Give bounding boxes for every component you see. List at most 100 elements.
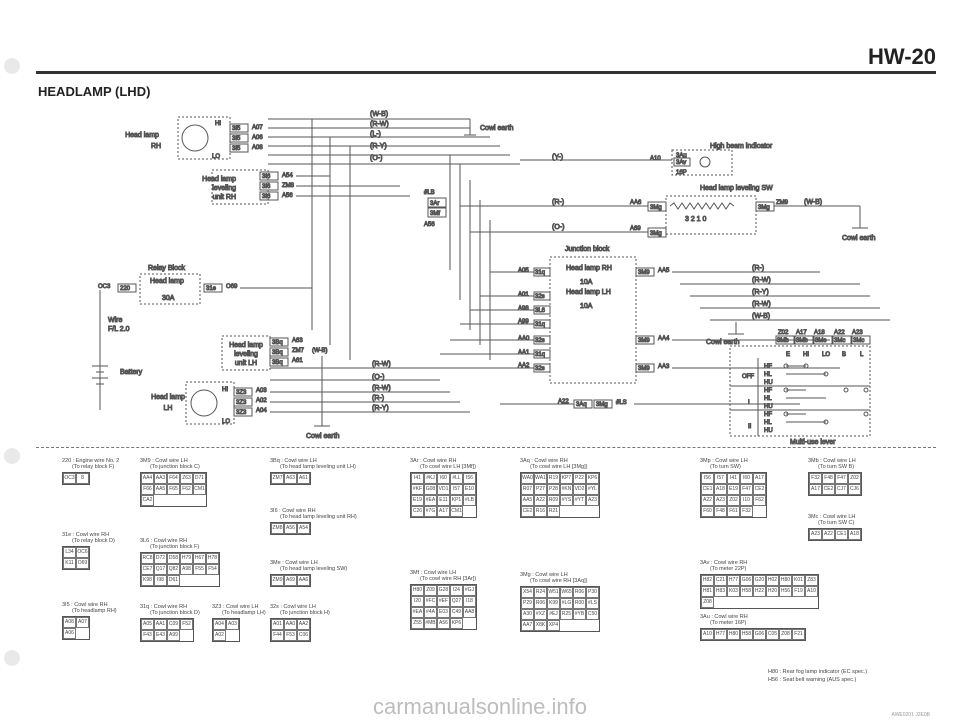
connector-subtitle: (To head lamp leveling SW)	[280, 566, 348, 572]
pin-cell: D61	[167, 575, 180, 586]
pin-cell: H20	[766, 586, 779, 597]
pin: AA2	[518, 363, 530, 369]
pin-cell: CE1	[835, 529, 848, 540]
pin-cell: F32	[809, 473, 822, 484]
wire-label: (R-W)	[370, 121, 389, 128]
pin-cell: VD2	[573, 484, 586, 495]
legend-item: H80 : Rear fog lamp indicator (EC spec.)	[768, 669, 868, 675]
connector-3M9: 3M9 : Cowl wire LH(To junction block C)A…	[140, 458, 207, 507]
pin-cell: A22	[534, 495, 547, 506]
pin-cell: I24	[450, 585, 463, 596]
pin-cell: #LB	[463, 495, 476, 506]
wire-label: (R-)	[372, 395, 384, 402]
pin-cell: K11	[63, 558, 76, 569]
switch-row: HF	[764, 388, 772, 394]
relay-head-lamp: Head lamp	[150, 278, 184, 285]
pin-cell: P30	[586, 587, 599, 598]
pin: A54	[282, 173, 293, 179]
switch-row: HU	[764, 404, 773, 410]
pin-cell: G06	[753, 629, 766, 640]
switch-row: HL	[764, 396, 772, 402]
pin: 3Ar	[430, 201, 439, 207]
pin-cell: H67	[193, 553, 206, 564]
pin-cell: I60	[437, 473, 450, 484]
pin: AA5	[658, 268, 670, 274]
connector-subtitle: (To head lamp leveling unit RH)	[280, 514, 357, 520]
pin-cell: #MB	[424, 618, 437, 629]
connector-3I6: 3I6 : Cowl wire RH(To head lamp leveling…	[270, 508, 357, 535]
pin-cell: Z09	[424, 585, 437, 596]
pin-cell: A98	[180, 564, 193, 575]
pin: 3Av	[676, 160, 686, 166]
pin-cell: CE1	[701, 484, 714, 495]
battery-symbol	[92, 365, 108, 385]
pin: A22	[834, 330, 845, 336]
pin-cell: H02	[766, 575, 779, 586]
pin: A17	[796, 330, 807, 336]
connector-3Me: 3Me : Cowl wire LH(To head lamp leveling…	[270, 560, 347, 587]
connector-31q: 31q : Cowl wire RH(To junction block D)A…	[140, 604, 200, 642]
pin-cell: O69	[76, 558, 89, 569]
pin: 3I5	[232, 136, 241, 142]
pin: 31q	[535, 270, 545, 276]
pin-cell: #EJ	[547, 609, 560, 620]
pin-cell: A05	[141, 619, 154, 630]
pin: 3M9	[638, 270, 650, 276]
lev-sw-positions: 3 2 1 0	[685, 216, 707, 223]
pin-cell: C49	[450, 607, 463, 618]
hl-rh-pins: 3I5 3I5 3I5 A07 A06 A08	[229, 123, 264, 153]
pin-cell: #4A	[424, 607, 437, 618]
pin-cell: #LS	[586, 598, 599, 609]
pin-cell: #XZ	[534, 609, 547, 620]
pin: 3Bq	[272, 340, 283, 346]
connector-subtitle: (To cowl wire RH [3Ar])	[420, 576, 477, 582]
pin-cell: E10	[463, 484, 476, 495]
pin: ZM7	[292, 348, 305, 354]
legend-item: H56 : Seat belt warning (AUS spec.)	[768, 677, 857, 683]
pin-cell: F19	[792, 586, 805, 597]
pin: A99	[518, 319, 529, 325]
pin: 3Aq	[576, 402, 587, 408]
pin-cell: F66	[141, 484, 154, 495]
pin-cell: G20	[753, 575, 766, 586]
bus-lines	[311, 119, 491, 360]
connector-title: 31e : Cowl wire RH	[62, 532, 110, 538]
pin: 3M9	[638, 366, 650, 372]
pin-cell: P27	[534, 484, 547, 495]
pin: AA4	[658, 336, 670, 342]
connector-title: 3Mg : Cowl wire LH	[520, 572, 568, 578]
pin-cell: F32	[740, 506, 753, 517]
connector-title: 3Me : Cowl wire LH	[270, 560, 318, 566]
pin: 3Mg	[650, 205, 662, 211]
relay-block-label: Relay Block	[148, 265, 185, 272]
pin: A05	[518, 268, 529, 274]
pin: A08	[252, 145, 263, 151]
relay-30a: 30A	[162, 295, 175, 302]
pin-cell: Z63	[180, 473, 193, 484]
pin-cell: R16	[534, 506, 547, 517]
switch-group: I	[748, 400, 750, 406]
pin-cell: I57	[714, 473, 727, 484]
pin-cell: C06	[297, 630, 310, 641]
hb-pin	[673, 157, 691, 167]
pin: A23	[852, 330, 863, 336]
lev-rh-label: leveling	[212, 185, 236, 192]
pin-cell: A63	[284, 473, 297, 484]
pin: #LB	[424, 190, 435, 196]
pin-cell: #LG	[560, 598, 573, 609]
connector-subtitle: (To relay block D)	[72, 538, 115, 544]
pin-cell: C21	[714, 575, 727, 586]
connector-subtitle: (To junction block H)	[280, 610, 330, 616]
hb-indicator-label: High beam indicator	[710, 143, 773, 150]
pin-cell: A03	[226, 619, 239, 630]
pin-cell: KP6	[450, 618, 463, 629]
connector-subtitle: (To relay block F)	[72, 464, 115, 470]
